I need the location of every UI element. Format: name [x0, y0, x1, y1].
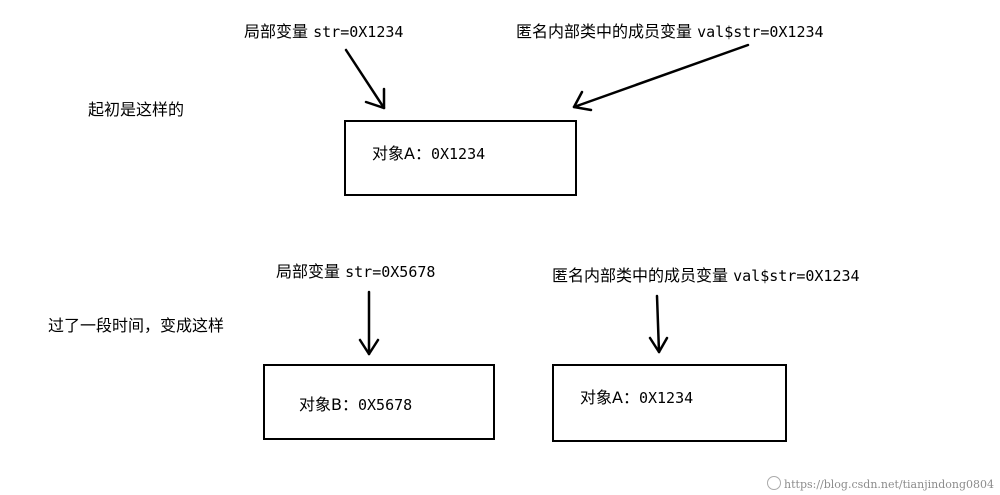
object-b-name: 对象B： — [299, 395, 358, 414]
stage1-caption: 起初是这样的 — [88, 100, 185, 119]
member-variable-name: 匿名内部类中的成员变量 — [516, 22, 693, 41]
member-variable-code: val$str=0X1234 — [697, 23, 824, 41]
object-a-address: 0X1234 — [430, 145, 486, 163]
local-variable-name: 局部变量 — [244, 22, 309, 41]
stage2-object-a-box: 对象A：0X1234 — [552, 364, 787, 442]
object-b-address: 0X5678 — [357, 396, 413, 414]
stage1-object-a-box: 对象A：0X1234 — [344, 120, 577, 196]
local-variable-code: str=0X1234 — [313, 23, 404, 41]
object-a-address: 0X1234 — [638, 389, 694, 407]
object-a-name: 对象A： — [580, 388, 639, 407]
stage1-member-variable-label: 匿名内部类中的成员变量 val$str=0X1234 — [516, 22, 824, 42]
object-a-name: 对象A： — [372, 144, 431, 163]
object-b-label: 对象B：0X5678 — [299, 395, 412, 415]
stage2-object-b-box: 对象B：0X5678 — [263, 364, 495, 440]
stage2-member-variable-label: 匿名内部类中的成员变量 val$str=0X1234 — [552, 266, 860, 286]
csdn-logo-icon — [767, 476, 782, 490]
arrow-member-to-object-a-2 — [648, 294, 669, 354]
arrow-local-to-object-b — [358, 290, 380, 356]
member-variable-code: val$str=0X1234 — [733, 267, 860, 285]
object-a-label: 对象A：0X1234 — [372, 144, 485, 164]
arrow-local-to-object-a — [344, 48, 386, 110]
watermark-text: https://blog.csdn.net/tianjindong0804 — [784, 478, 994, 491]
stage1-local-variable-label: 局部变量 str=0X1234 — [244, 22, 403, 42]
object-a-label: 对象A：0X1234 — [580, 388, 693, 408]
local-variable-name: 局部变量 — [276, 262, 341, 281]
stage2-caption: 过了一段时间，变成这样 — [48, 316, 225, 335]
member-variable-name: 匿名内部类中的成员变量 — [552, 266, 729, 285]
watermark: https://blog.csdn.net/tianjindong0804 — [767, 476, 994, 491]
arrow-member-to-object-a — [572, 43, 750, 112]
local-variable-code: str=0X5678 — [345, 263, 436, 281]
stage2-local-variable-label: 局部变量 str=0X5678 — [276, 262, 435, 282]
